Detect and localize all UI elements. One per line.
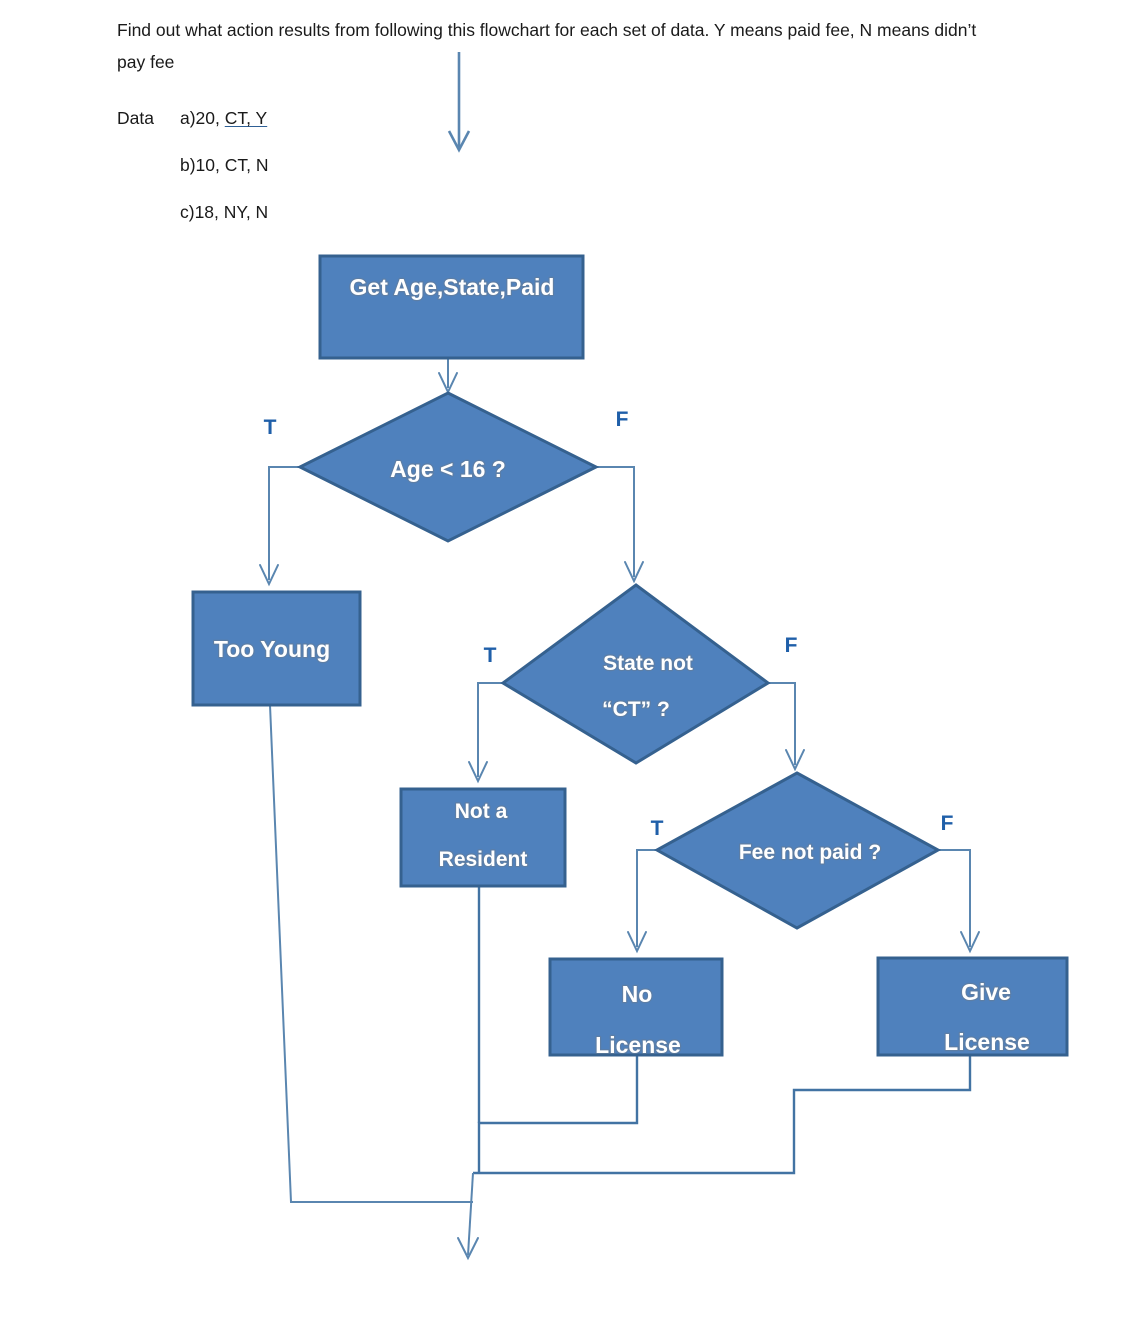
branch-label-state-true: T <box>484 644 497 667</box>
data-row-a: Data a)20, CT, Y <box>117 108 517 155</box>
edge-tooyoung-to-merge <box>269 704 473 1203</box>
node-fee-decision[interactable]: Fee not paid ? <box>653 771 942 930</box>
node-get-age-state-paid[interactable]: Get Age,State,Paid <box>318 254 585 360</box>
data-list: Data a)20, CT, Y b)10, CT, N c)18, NY, N <box>117 108 517 249</box>
branch-label-state-false: F <box>785 634 798 657</box>
node-too-young[interactable]: Too Young <box>191 590 362 707</box>
intro-text: Find out what action results from follow… <box>117 20 977 72</box>
data-item-a: a)20, CT, Y <box>180 108 267 129</box>
edge-age-true-to-tooyoung <box>259 466 300 587</box>
node-givelicense-label-line2: License <box>944 1029 1030 1055</box>
node-state-label-line2: “CT” ? <box>602 698 670 721</box>
data-item-c: c)18, NY, N <box>180 202 269 222</box>
edge-state-false-to-fee <box>768 682 805 772</box>
node-nolicense-label-line1: No <box>622 981 653 1007</box>
data-row-c: c)18, NY, N <box>117 202 517 249</box>
branch-label-fee-false: F <box>941 812 954 835</box>
edge-age-false-to-state <box>596 466 644 584</box>
branch-label-fee-true: T <box>651 817 664 840</box>
edge-get-to-age <box>438 358 458 395</box>
edge-state-true-to-notresident <box>468 682 503 784</box>
edge-givelicense-to-merge <box>473 1055 972 1175</box>
node-not-a-resident[interactable]: Not a Resident <box>399 787 567 888</box>
data-label: Data <box>117 108 154 128</box>
data-item-a-text: a)20, <box>180 108 225 128</box>
data-row-b: b)10, CT, N <box>117 155 517 202</box>
node-givelicense-label-line1: Give <box>961 979 1011 1005</box>
node-nolicense-label-line2: License <box>595 1032 681 1058</box>
node-notresident-label-line2: Resident <box>439 848 528 871</box>
node-state-decision[interactable]: State not “CT” ? <box>500 583 771 765</box>
data-item-a-underlined: CT, Y <box>224 108 268 128</box>
node-age-decision[interactable]: Age < 16 ? <box>296 391 600 543</box>
exit-arrow <box>457 1172 479 1261</box>
edge-fee-false-to-givelicense <box>938 849 980 954</box>
branch-label-age-true: T <box>264 416 277 439</box>
problem-statement: Find out what action results from follow… <box>117 14 1017 222</box>
node-fee-label: Fee not paid ? <box>739 841 881 864</box>
node-state-label-line1: State not <box>603 652 693 675</box>
edge-fee-true-to-nolicense <box>627 849 657 954</box>
node-give-license[interactable]: Give License <box>876 956 1069 1057</box>
branch-label-age-false: F <box>616 408 629 431</box>
node-no-license[interactable]: No License <box>548 957 724 1059</box>
node-age-label: Age < 16 ? <box>390 456 506 482</box>
node-notresident-label-line1: Not a <box>455 800 508 823</box>
data-item-b: b)10, CT, N <box>180 155 269 175</box>
edge-nolicense-to-merge <box>477 1055 639 1173</box>
prose-pointer-arrow <box>447 52 471 153</box>
node-tooyoung-label: Too Young <box>214 636 330 662</box>
node-get-label: Get Age,State,Paid <box>350 274 555 300</box>
